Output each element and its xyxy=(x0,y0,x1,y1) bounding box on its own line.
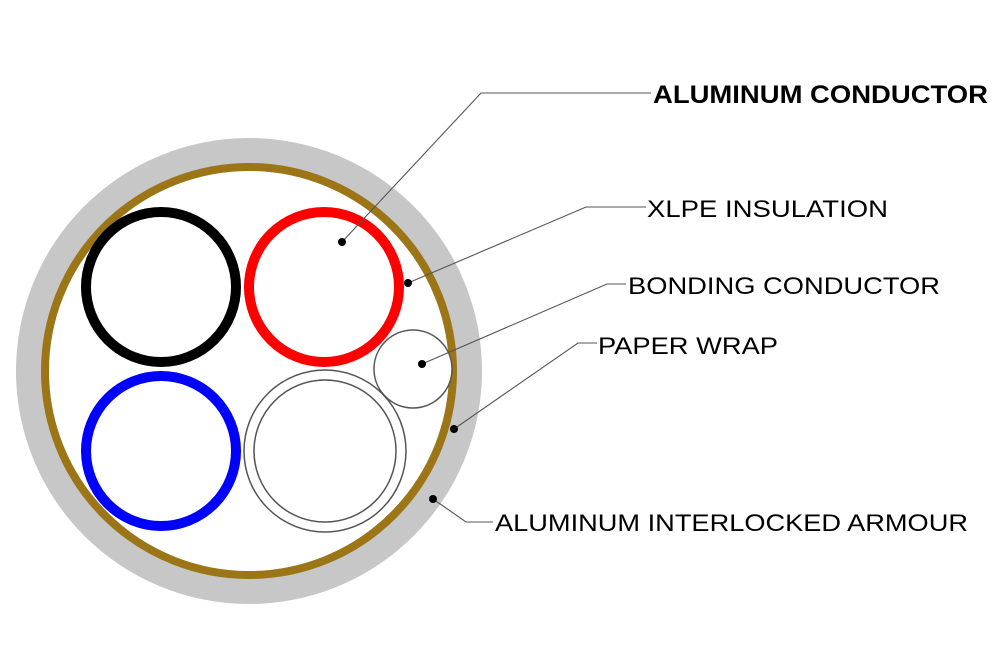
leader-paper-wrap xyxy=(453,342,597,430)
dot-paper-wrap xyxy=(450,425,458,433)
dot-aluminum-interlocked-armour xyxy=(429,495,437,503)
red-phase-conductor xyxy=(244,207,404,367)
dot-bonding-conductor xyxy=(418,360,426,368)
black-phase-conductor xyxy=(81,207,241,367)
leader-bonding-conductor xyxy=(421,283,626,365)
dot-xlpe-insulation xyxy=(404,279,412,287)
bonding-conductor-circle xyxy=(373,329,453,409)
blue-phase-conductor xyxy=(81,371,241,531)
white-conductor-outer xyxy=(243,369,407,533)
label-aluminum-conductor: ALUMINUM CONDUCTOR xyxy=(653,81,988,109)
label-bonding-conductor: BONDING CONDUCTOR xyxy=(628,273,940,300)
leader-aluminum-conductor xyxy=(341,92,651,243)
leader-xlpe-insulation xyxy=(407,206,646,284)
label-paper-wrap: PAPER WRAP xyxy=(598,333,778,360)
label-aluminum-interlocked-armour: ALUMINUM INTERLOCKED ARMOUR xyxy=(495,510,968,537)
label-xlpe-insulation: XLPE INSULATION xyxy=(647,196,888,223)
white-conductor-inner xyxy=(253,379,397,523)
dot-aluminum-conductor xyxy=(338,238,346,246)
leader-aluminum-interlocked-armour xyxy=(432,498,493,523)
